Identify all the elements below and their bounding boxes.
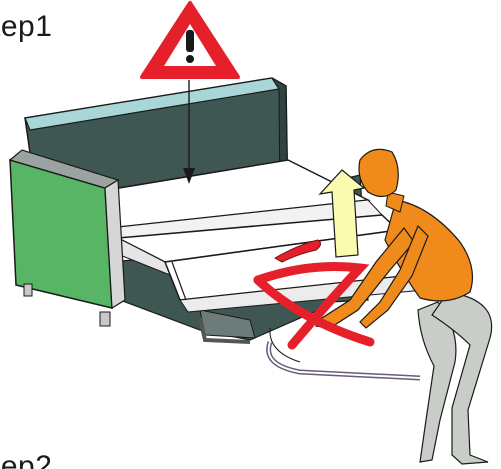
warning-triangle-icon — [142, 3, 238, 77]
step-2-label: tep2 — [0, 452, 52, 469]
sofa-left-armrest — [10, 150, 125, 326]
